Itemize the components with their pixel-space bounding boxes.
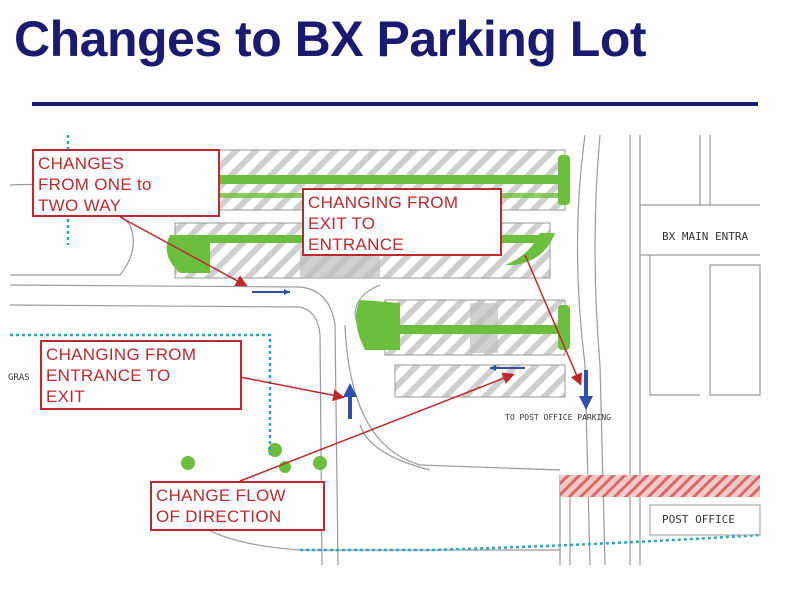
site-plan: BX MAIN ENTRA POST OFFICE TO POST OFFICE… xyxy=(0,125,788,566)
callout-line: EXIT xyxy=(46,387,85,406)
callout-line: FROM ONE to xyxy=(38,175,152,194)
callout-line: CHANGES xyxy=(38,154,125,173)
callout-line: ENTRANCE TO xyxy=(46,366,171,385)
road-outlines xyxy=(9,134,761,566)
post-office-label: POST OFFICE xyxy=(662,513,735,526)
callout-line: ENTRANCE xyxy=(308,235,404,254)
post-office-building xyxy=(649,504,761,536)
callout-exit-to-entrance: CHANGING FROM EXIT TO ENTRANCE xyxy=(302,188,502,256)
callout-line: CHANGING FROM xyxy=(46,345,197,364)
callout-line: TWO WAY xyxy=(38,196,122,215)
grass-label: GRAS xyxy=(8,373,30,383)
post-office-hatch xyxy=(560,475,760,497)
bx-main-entrance-label: BX MAIN ENTRA xyxy=(662,230,749,243)
callout-entrance-to-exit: CHANGING FROM ENTRANCE TO EXIT xyxy=(40,340,242,410)
callout-line: CHANGING FROM xyxy=(308,193,459,212)
callout-line: CHANGE FLOW xyxy=(156,486,286,505)
callout-one-to-two-way: CHANGES FROM ONE to TWO WAY xyxy=(32,149,220,217)
post-office-parking-label: TO POST OFFICE PARKING xyxy=(505,413,611,422)
callout-change-flow: CHANGE FLOW OF DIRECTION xyxy=(150,481,325,531)
slide-title: Changes to BX Parking Lot xyxy=(14,11,647,67)
callout-leaders xyxy=(119,216,582,482)
callout-line: EXIT TO xyxy=(308,214,376,233)
title-rule xyxy=(32,102,758,106)
traffic-arrows xyxy=(252,289,593,419)
callout-line: OF DIRECTION xyxy=(156,507,282,526)
